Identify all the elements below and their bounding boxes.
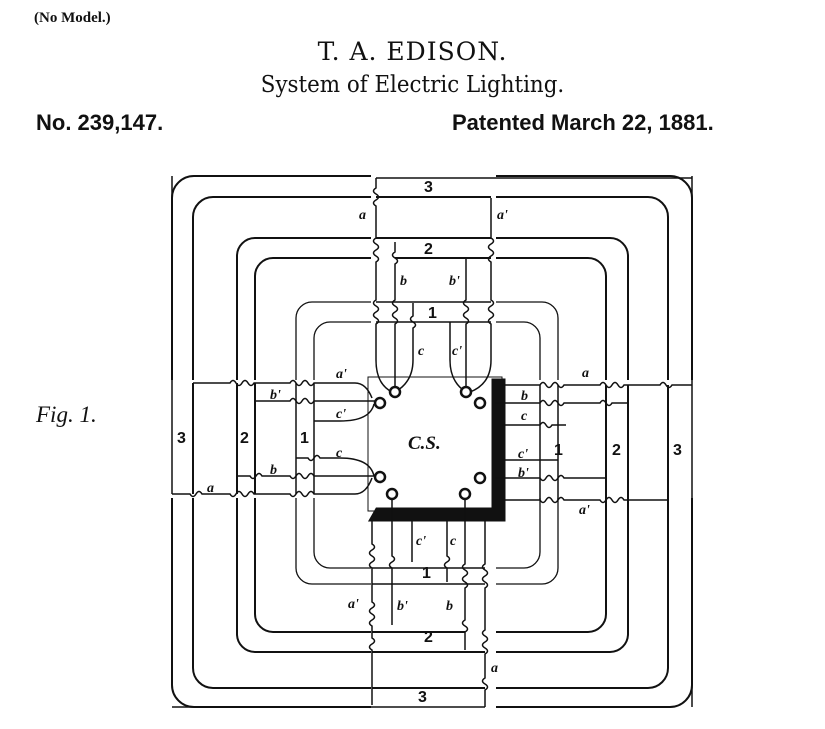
top-conductor-a-prime-label: a' <box>497 208 508 223</box>
right-lower-lamp-terminal <box>473 471 487 485</box>
bottom-circuit-3-label: 3 <box>418 689 427 706</box>
right-conductor-a-prime-label: a' <box>579 503 590 518</box>
bottom-conductor-c-prime-label: c' <box>416 534 426 549</box>
top-circuit-1-label: 1 <box>428 305 437 322</box>
bottom-feeder-bundle <box>172 495 489 708</box>
right-circuit-1-label: 1 <box>554 442 563 459</box>
top-conductor-c-prime-label: c' <box>452 344 462 359</box>
inventor-name: T. A. EDISON. <box>317 37 508 66</box>
left-conductor-c-prime-label: c' <box>336 407 346 422</box>
bottom-circuit-1-label: 1 <box>422 565 431 582</box>
patent-title: System of Electric Lighting. <box>260 72 565 98</box>
right-upper-lamp-terminal <box>473 396 487 410</box>
top-circuit-3-label: 3 <box>424 179 433 196</box>
right-conductor-b-prime-label: b' <box>518 466 529 481</box>
figure-label: Fig. 1. <box>36 402 97 427</box>
central-station: C.S. <box>367 376 506 522</box>
left-conductor-a-prime-label: a' <box>336 367 347 382</box>
top-feeder-bundle <box>372 177 692 393</box>
top-conductor-c-label: c <box>418 344 425 359</box>
left-conductor-b-prime-label: b' <box>270 388 281 403</box>
left-circuit-3-label: 3 <box>177 430 186 447</box>
bottom-right-lamp-terminal <box>458 487 472 501</box>
top-left-lamp-terminal <box>388 385 402 399</box>
bottom-conductor-b-prime-label: b' <box>397 599 408 614</box>
bottom-conductor-c-label: c <box>450 534 457 549</box>
right-conductor-c-prime-label: c' <box>518 447 528 462</box>
top-right-lamp-terminal <box>459 385 473 399</box>
patent-number: No. 239,147. <box>36 110 164 135</box>
top-conductor-b-prime-label: b' <box>449 274 460 289</box>
patent-date: Patented March 22, 1881. <box>452 110 714 135</box>
left-circuit-1-label: 1 <box>300 430 309 447</box>
left-conductor-b-label: b <box>270 463 277 478</box>
left-feeder-bundle <box>171 176 378 498</box>
left-lower-lamp-terminal <box>373 470 387 484</box>
bottom-conductor-a-label: a <box>491 661 498 676</box>
bottom-conductor-b-label: b <box>446 599 453 614</box>
right-circuit-3-label: 3 <box>673 442 682 459</box>
no-model-note: (No Model.) <box>34 10 111 26</box>
left-circuit-2-label: 2 <box>240 430 249 447</box>
bottom-conductor-a-prime-label: a' <box>348 597 359 612</box>
left-upper-lamp-terminal <box>373 396 387 410</box>
bottom-circuit-2-label: 2 <box>424 629 433 646</box>
right-circuit-2-label: 2 <box>612 442 621 459</box>
central-station-label: C.S. <box>408 433 441 454</box>
top-conductor-a-label: a <box>359 208 366 223</box>
right-conductor-c-label: c <box>521 409 528 424</box>
left-conductor-c-label: c <box>336 446 343 461</box>
right-conductor-b-label: b <box>521 389 528 404</box>
top-circuit-2-label: 2 <box>424 241 433 258</box>
bottom-left-lamp-terminal <box>385 487 399 501</box>
right-feeder-bundle <box>495 176 693 707</box>
right-conductor-a-label: a <box>582 366 589 381</box>
left-conductor-a-label: a <box>207 481 214 496</box>
top-conductor-b-label: b <box>400 274 407 289</box>
